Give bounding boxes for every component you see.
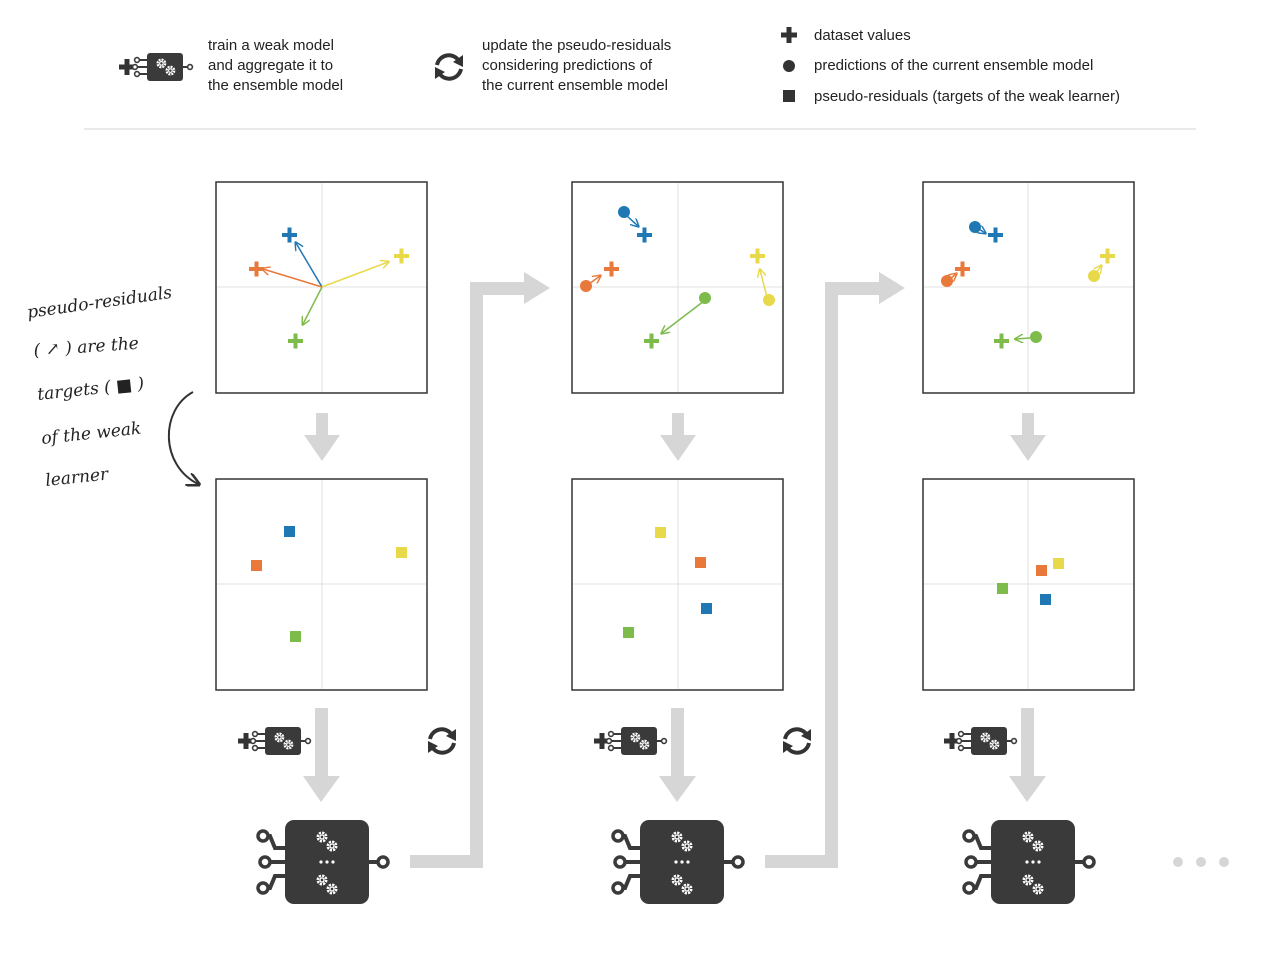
residual-square xyxy=(290,631,301,642)
prediction-dot-icon xyxy=(783,60,795,72)
legend-update-line-1: update the pseudo-residuals xyxy=(482,37,671,54)
residual-square-icon xyxy=(783,90,795,102)
plus-icon xyxy=(994,333,1009,349)
prediction-dot xyxy=(618,206,630,218)
down-arrow xyxy=(1010,413,1046,461)
down-arrow xyxy=(1009,708,1046,802)
plus-icon xyxy=(644,333,659,349)
prediction-dot xyxy=(969,221,981,233)
prediction-dot xyxy=(1030,331,1042,343)
annotation-line-4: of the weak xyxy=(40,419,142,449)
handwritten-annotation: pseudo-residuals ( ↗ ) are the targets (… xyxy=(26,283,198,491)
legend-residuals-label: pseudo-residuals (targets of the weak le… xyxy=(814,88,1120,105)
iter1-residual-targets xyxy=(251,526,407,642)
residual-arrow-yellow xyxy=(321,262,388,288)
residual-square xyxy=(1040,594,1051,605)
iter3-residual-targets xyxy=(997,558,1064,605)
residual-square xyxy=(1036,565,1047,576)
plus-icon xyxy=(988,227,1003,243)
plus-icon xyxy=(282,227,297,243)
residual-arrow-green xyxy=(662,300,705,333)
residual-arrow-yellow xyxy=(760,270,768,298)
residual-square xyxy=(997,583,1008,594)
plus-icon xyxy=(637,227,652,243)
down-arrow xyxy=(304,413,340,461)
cycle-icon xyxy=(426,727,458,755)
annotation-line-2: ( ↗ ) are the xyxy=(33,334,139,361)
residual-arrow-green xyxy=(303,286,323,324)
plus-icon xyxy=(750,248,765,264)
legend-train-line-1: train a weak model xyxy=(208,37,334,54)
chip-gears-icon xyxy=(607,727,667,755)
down-arrow xyxy=(660,413,696,461)
flow-arrows xyxy=(303,272,1046,868)
residual-square xyxy=(396,547,407,558)
residual-square xyxy=(251,560,262,571)
iter2-residual-targets xyxy=(623,527,712,638)
down-arrow xyxy=(659,708,696,802)
plus-icon xyxy=(394,248,409,264)
legend-update-line-3: the current ensemble model xyxy=(482,77,668,94)
legend-train-icon xyxy=(119,53,192,81)
plus-icon xyxy=(288,333,303,349)
chip-gears-icon xyxy=(957,727,1017,755)
plus-icon xyxy=(249,261,264,277)
annotation-curved-arrow xyxy=(167,391,198,484)
legend-train-line-2: and aggregate it to xyxy=(208,57,333,74)
residual-arrow-blue xyxy=(296,243,323,288)
chip-gears-icon xyxy=(133,53,193,81)
legend: train a weak model and aggregate it to t… xyxy=(119,27,1120,105)
plus-icon xyxy=(604,261,619,277)
iter1-points xyxy=(263,243,388,324)
dataset-plus-icon xyxy=(781,27,797,43)
ellipsis-icon xyxy=(1173,857,1229,867)
residual-square xyxy=(655,527,666,538)
residual-arrow-blue xyxy=(626,215,638,226)
legend-train-line-3: the ensemble model xyxy=(208,77,343,94)
next-iteration-arrow xyxy=(410,272,550,868)
prediction-dot xyxy=(1088,270,1100,282)
legend-predictions-label: predictions of the current ensemble mode… xyxy=(814,57,1093,74)
annotation-line-5: learner xyxy=(44,464,110,491)
ensemble-chip-icon xyxy=(613,820,743,904)
residual-square xyxy=(1053,558,1064,569)
residual-square xyxy=(623,627,634,638)
down-arrow xyxy=(303,708,340,802)
legend-dataset-label: dataset values xyxy=(814,27,911,44)
prediction-dot xyxy=(580,280,592,292)
train-step-icons xyxy=(238,727,1016,755)
annotation-line-1: pseudo-residuals xyxy=(26,283,174,323)
residual-arrow-orange xyxy=(263,269,323,288)
legend-update-line-2: considering predictions of xyxy=(482,57,653,74)
annotation-line-3: targets ( ■ ) xyxy=(36,374,145,405)
iter1-dataset-values xyxy=(249,227,409,349)
residual-square xyxy=(284,526,295,537)
plus-icon xyxy=(955,261,970,277)
prediction-dot xyxy=(941,275,953,287)
ensemble-chip-icon xyxy=(258,820,388,904)
iter2-points xyxy=(580,206,775,349)
panel-axes xyxy=(217,183,1133,689)
plus-icon xyxy=(1100,248,1115,264)
iter3-points xyxy=(941,221,1115,349)
prediction-dot xyxy=(763,294,775,306)
residual-arrow-green xyxy=(1016,338,1031,339)
prediction-dot xyxy=(699,292,711,304)
next-iteration-arrow xyxy=(765,272,905,868)
cycle-icon xyxy=(433,53,465,81)
residual-square xyxy=(701,603,712,614)
ensemble-chip-icon xyxy=(964,820,1094,904)
chip-gears-icon xyxy=(251,727,311,755)
residual-square xyxy=(695,557,706,568)
cycle-icon xyxy=(781,727,813,755)
